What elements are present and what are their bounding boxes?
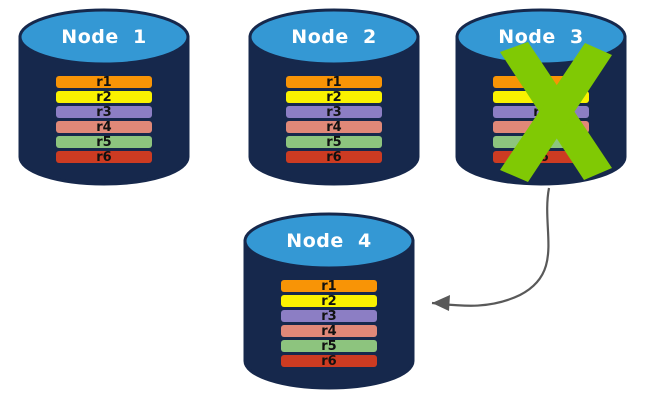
cylinder-top-ellipse [18,8,190,66]
cylinder-top-ellipse [243,212,415,270]
cylinder-top-ellipse [248,8,420,66]
cross-bar-2 [500,43,612,182]
